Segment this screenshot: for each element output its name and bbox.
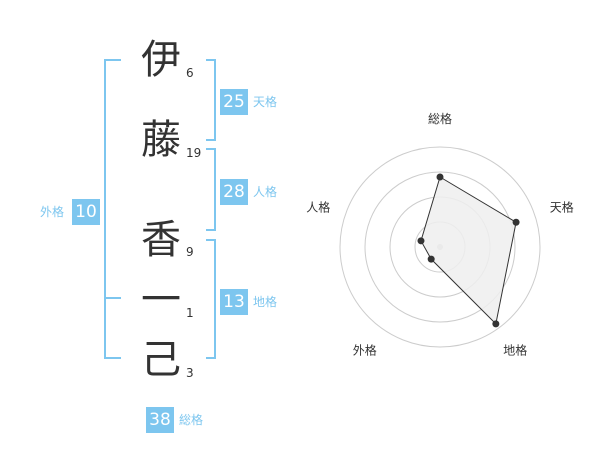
jinkaku-label: 人格 — [253, 185, 278, 199]
fortune-brackets — [104, 59, 216, 359]
stroke-count-4: 1 — [186, 306, 194, 320]
tenkaku-label: 天格 — [253, 95, 278, 109]
jinkaku-value: 28 — [220, 179, 248, 205]
gaikaku-value: 10 — [72, 199, 100, 225]
chikaku-value: 13 — [220, 289, 248, 315]
name-char-2: 藤 — [141, 117, 181, 163]
stroke-count-5: 3 — [186, 366, 194, 380]
name-char-1: 伊 — [141, 37, 181, 83]
radar-ring-3 — [364, 171, 516, 323]
radar-axis-label-2: 天格 — [550, 199, 574, 214]
soukaku-label: 総格 — [179, 413, 204, 427]
tenkaku-value: 25 — [220, 89, 248, 115]
radar-axis-label-4: 外格 — [353, 343, 377, 358]
radar-polygon — [420, 176, 517, 325]
soukaku-value: 38 — [146, 407, 174, 433]
chikaku-bracket — [206, 239, 216, 359]
radar-axis-label-5: 人格 — [306, 199, 330, 214]
stroke-count-2: 19 — [186, 146, 202, 160]
radar-point-4 — [427, 255, 435, 263]
name-char-4: 一 — [141, 277, 181, 323]
radar-axis-label-1: 総格 — [428, 111, 452, 126]
stroke-count-1: 6 — [186, 66, 194, 80]
radar-series — [417, 173, 520, 328]
gaikaku-bracket — [104, 59, 121, 359]
gaikaku-label: 外格 — [40, 205, 65, 219]
name-char-3: 香 — [141, 217, 181, 263]
jinkaku-bracket — [206, 148, 216, 231]
radar-point-5 — [417, 237, 425, 245]
radar-axis-label-3: 地格 — [503, 343, 527, 358]
radar-ring-4 — [339, 146, 541, 348]
name-char-5: 己 — [141, 337, 181, 383]
tenkaku-bracket — [206, 59, 216, 141]
stroke-count-3: 9 — [186, 245, 194, 259]
radar-point-2 — [512, 218, 520, 226]
chikaku-label: 地格 — [253, 295, 278, 309]
radar-point-1 — [436, 173, 444, 181]
radar-point-3 — [492, 320, 500, 328]
